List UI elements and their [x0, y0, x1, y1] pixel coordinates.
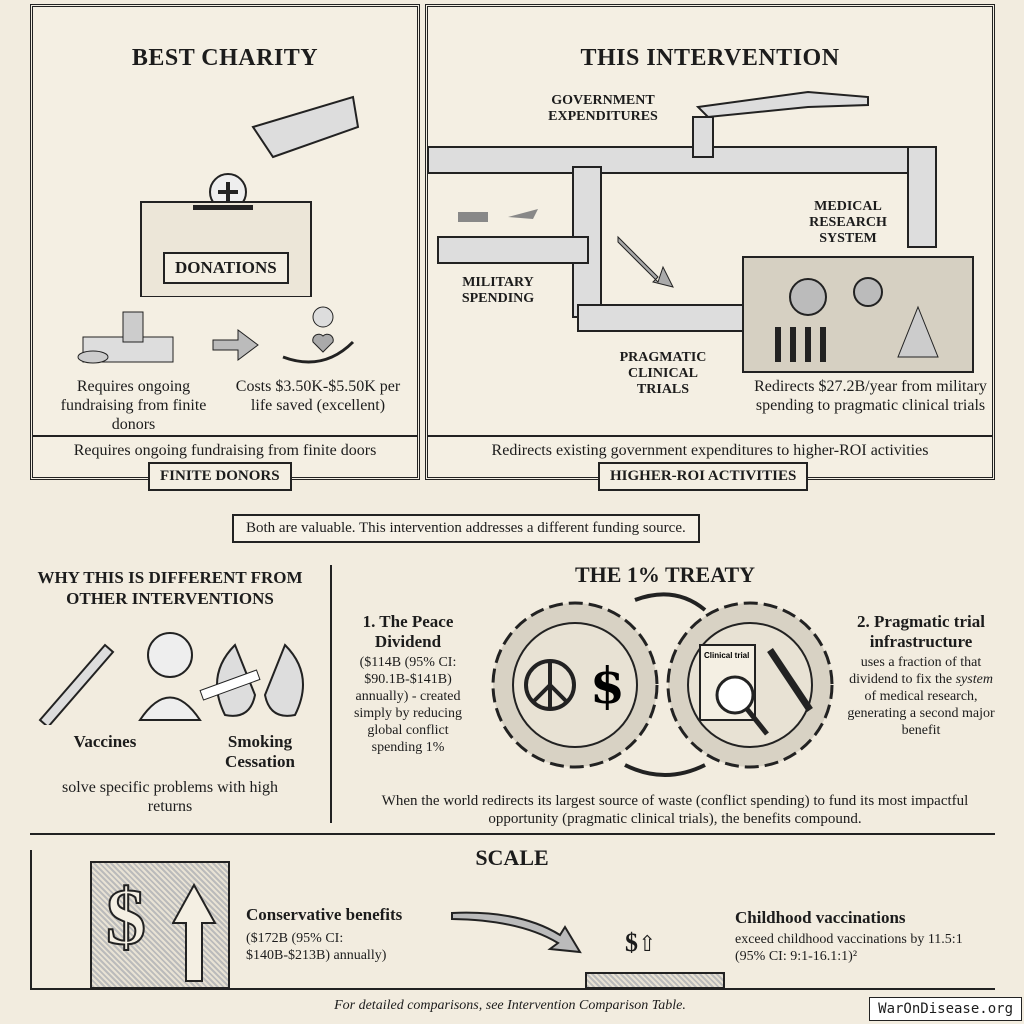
trial-infrastructure-block: 2. Pragmatic trial infrastructure uses a… [842, 612, 1000, 739]
small-dollar-icon: $⇧ [625, 928, 657, 957]
cigarette-icon [199, 669, 261, 701]
wrench-icon [767, 648, 813, 712]
conservative-benefits-body: ($172B (95% CI: $140B-$213B) annually) [246, 931, 387, 963]
money-stack-icon [77, 311, 174, 364]
military-pipe [437, 236, 589, 264]
childhood-vaccinations-body: exceed childhood vaccinations by 11.5:1 … [735, 932, 963, 964]
footer-note: For detailed comparisons, see Interventi… [334, 998, 686, 1013]
syringe-icon [38, 643, 115, 725]
fundraising-caption: Requires ongoing fundraising from finite… [60, 378, 207, 433]
childhood-vaccinations-bar [585, 972, 725, 989]
vaccine-smoking-illustration [38, 632, 304, 725]
military-spending-label: MILITARY SPENDING [461, 275, 535, 306]
trial-infrastructure-body: uses a fraction of that dividend to fix … [847, 655, 995, 738]
conservative-benefits-bar: $ [90, 861, 230, 989]
why-different-title: WHY THIS IS DIFFERENT FROM OTHER INTERVE… [37, 568, 303, 608]
jet-icon [508, 209, 538, 219]
trial-infrastructure-title: 2. Pragmatic trial infrastructure [857, 612, 985, 651]
clipboard-text: Clinical trial [704, 651, 749, 660]
treaty-gears-illustration: $ Clinical trial [491, 592, 834, 777]
finite-donors-ribbon: FINITE DONORS [148, 462, 292, 491]
cost-per-life-caption: Costs $3.50K-$5.50K per life saved (exce… [235, 378, 401, 414]
arrow-icon [624, 763, 706, 777]
wrench-icon [695, 90, 869, 119]
pipe-system-illustration [428, 90, 974, 373]
magnifier-icon [715, 675, 755, 715]
peace-dividend-title: 1. The Peace Dividend [362, 612, 454, 651]
vaccines-label: Vaccines [73, 732, 137, 751]
money-to-person-illustration [77, 306, 355, 364]
main-pipe [428, 146, 929, 174]
peace-dividend-body: ($114B (95% CI: $90.1B-$141B) annually) … [353, 655, 463, 755]
comparison-banner: Both are valuable. This intervention add… [232, 514, 700, 543]
dollar-icon: $ [590, 656, 625, 715]
dollar-icon: $ [105, 873, 147, 963]
scale-title: SCALE [475, 845, 549, 870]
gear-icon [789, 278, 827, 316]
childhood-vaccinations-title: Childhood vaccinations [735, 908, 906, 927]
treaty-title: THE 1% TREATY [574, 562, 756, 587]
arrow-right-icon [212, 329, 259, 361]
trials-pipe [577, 304, 759, 332]
child-icon [147, 632, 193, 678]
medical-research-label: MEDICAL RESEARCH SYSTEM [809, 199, 887, 246]
watermark-link[interactable]: WarOnDisease.org [869, 997, 1022, 1021]
smoking-cessation-label: Smoking Cessation [225, 732, 295, 771]
hand-icon [251, 95, 360, 159]
best-charity-title: BEST CHARITY [131, 45, 319, 71]
gear-icon [853, 277, 883, 307]
tank-icon [458, 212, 488, 222]
lungs-icon [216, 643, 304, 717]
treaty-conclusion: When the world redirects its largest sou… [381, 793, 969, 827]
best-charity-panel: BEST CHARITY DONATIONS Requires ongoing … [30, 4, 420, 480]
donations-label: DONATIONS [163, 252, 289, 284]
arrow-down-right-icon [617, 235, 674, 288]
higher-roi-ribbon: HIGHER-ROI ACTIVITIES [598, 462, 809, 491]
government-expenditures-label: GOVERNMENT EXPENDITURES [548, 93, 658, 124]
this-intervention-summary: Redirects existing government expenditur… [491, 442, 929, 459]
this-intervention-panel: THIS INTERVENTION GOVERNMENT EXPENDITURE… [425, 4, 995, 480]
test-tubes-icon [775, 327, 826, 362]
conservative-benefits-title: Conservative benefits [246, 905, 403, 924]
pragmatic-trials-label: PRAGMATIC CLINICAL TRIALS [619, 350, 707, 397]
arrow-icon [634, 592, 707, 612]
arrow-down-right-icon [451, 911, 582, 954]
this-intervention-title: THIS INTERVENTION [580, 45, 840, 71]
flask-icon [897, 305, 939, 358]
arrow-up-icon [172, 883, 217, 982]
why-different-caption: solve specific problems with high return… [62, 779, 278, 815]
peace-dividend-block: 1. The Peace Dividend ($114B (95% CI: $9… [342, 612, 474, 756]
best-charity-summary: Requires ongoing fundraising from finite… [73, 442, 377, 459]
hand-heart-icon [282, 306, 355, 364]
redirect-caption: Redirects $27.2B/year from military spen… [754, 378, 987, 414]
valve-icon [692, 116, 714, 158]
